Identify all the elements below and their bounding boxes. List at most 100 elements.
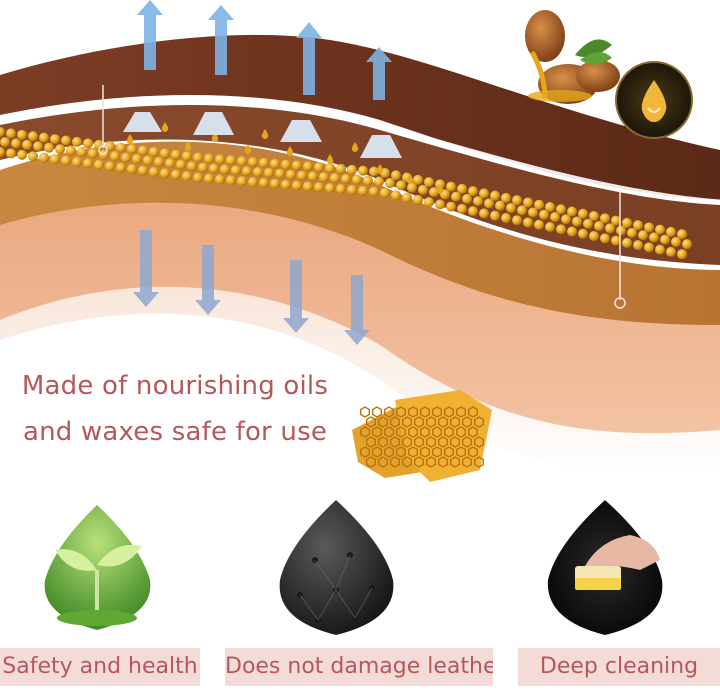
honeycomb-cell bbox=[432, 426, 442, 438]
oil-bead bbox=[495, 200, 505, 211]
honeycomb-cell bbox=[444, 406, 454, 418]
tufted-leather-icon bbox=[279, 500, 394, 635]
oil-bead bbox=[286, 169, 296, 180]
oil-bead bbox=[594, 221, 604, 232]
oil-drop bbox=[286, 146, 294, 156]
honeycomb-cell bbox=[420, 446, 430, 458]
oil-bead bbox=[215, 154, 225, 165]
oil-bead bbox=[534, 199, 544, 210]
honeycomb-cell bbox=[438, 416, 448, 428]
oil-bead bbox=[490, 190, 500, 201]
oil-bead bbox=[589, 231, 599, 242]
oil-bead bbox=[72, 156, 82, 167]
oil-bead bbox=[17, 149, 27, 160]
honeycomb-cell bbox=[390, 416, 400, 428]
oil-drop bbox=[326, 154, 334, 164]
cleaning-sponge-icon bbox=[547, 500, 663, 635]
oil-bead bbox=[446, 201, 456, 212]
oil-bead bbox=[226, 175, 236, 186]
up-arrows bbox=[137, 0, 392, 100]
oil-bead bbox=[677, 229, 687, 240]
honeycomb-cell bbox=[408, 446, 418, 458]
oil-bead bbox=[391, 170, 401, 181]
oil-bead bbox=[0, 147, 5, 157]
oil-bead bbox=[457, 203, 467, 214]
oil-drop-icon bbox=[615, 61, 693, 139]
oil-bead bbox=[248, 176, 258, 187]
honeycomb-cell bbox=[408, 426, 418, 438]
honeycomb-cell bbox=[438, 456, 448, 468]
oil-bead bbox=[556, 224, 566, 235]
oil-drop bbox=[161, 122, 169, 132]
oil-bead bbox=[55, 144, 65, 155]
oil-bead bbox=[182, 151, 192, 162]
oil-drop bbox=[211, 132, 219, 142]
oil-bead bbox=[176, 159, 186, 170]
oil-bead bbox=[633, 220, 643, 231]
oil-bead bbox=[94, 139, 104, 150]
honeycomb-cell bbox=[456, 406, 466, 418]
honeycomb-cell bbox=[396, 446, 406, 458]
oil-bead bbox=[231, 165, 241, 176]
oil-bead bbox=[611, 215, 621, 226]
honeycomb-cell bbox=[360, 446, 370, 458]
oil-bead bbox=[187, 161, 197, 172]
oil-bead bbox=[28, 151, 38, 162]
oil-bead bbox=[611, 235, 621, 246]
oil-bead bbox=[72, 136, 82, 147]
oil-bead bbox=[215, 174, 225, 185]
oil-bead bbox=[627, 227, 637, 238]
oil-bead bbox=[193, 172, 203, 183]
honeycomb-cell bbox=[456, 426, 466, 438]
honeycomb-cell bbox=[384, 446, 394, 458]
oil-bead bbox=[66, 145, 76, 156]
oil-bead bbox=[550, 212, 560, 222]
oil-bead bbox=[303, 161, 313, 172]
honeycomb-cell bbox=[450, 456, 460, 468]
oil-bead bbox=[160, 168, 170, 179]
oil-bead bbox=[396, 180, 406, 191]
oil-bead bbox=[270, 178, 280, 189]
honeycomb-cell bbox=[438, 436, 448, 448]
honeycomb-cell bbox=[396, 406, 406, 418]
honeycomb-cell bbox=[426, 436, 436, 448]
oil-bead bbox=[165, 158, 175, 169]
honeycomb-cell bbox=[444, 446, 454, 458]
oil-bead bbox=[479, 208, 489, 219]
oil-bead bbox=[666, 246, 676, 257]
honeycomb-cell bbox=[414, 416, 424, 428]
oil-bead bbox=[677, 249, 687, 260]
oil-bead bbox=[385, 178, 395, 189]
honeycomb-cell bbox=[408, 406, 418, 418]
oil-bead bbox=[589, 211, 599, 222]
oil-bead bbox=[622, 237, 632, 248]
oil-bead bbox=[198, 162, 208, 173]
oil-bead-row bbox=[0, 127, 692, 260]
honeycomb-cell bbox=[468, 406, 478, 418]
golden-layer bbox=[0, 141, 720, 325]
oil-bead bbox=[0, 137, 10, 147]
oil-bead bbox=[94, 159, 104, 170]
oil-bead bbox=[50, 134, 60, 145]
honeycomb-cell bbox=[378, 456, 388, 468]
oil-bead bbox=[193, 152, 203, 163]
oil-bead bbox=[39, 152, 49, 163]
honeycomb-cell bbox=[462, 416, 472, 428]
honeycomb-cell bbox=[432, 406, 442, 418]
oil-bead bbox=[138, 145, 148, 156]
oil-bead bbox=[512, 215, 522, 226]
honeycomb-cell bbox=[474, 456, 484, 468]
oil-bead bbox=[297, 170, 307, 181]
oil-bead bbox=[39, 132, 49, 143]
oil-bead bbox=[314, 182, 324, 193]
honeycomb-cell bbox=[402, 416, 412, 428]
oil-bead bbox=[484, 198, 494, 209]
oil-bead bbox=[671, 236, 681, 247]
oil-bead bbox=[374, 176, 384, 187]
honeycomb-cell bbox=[372, 446, 382, 458]
oil-bead bbox=[220, 164, 230, 175]
hair-strands bbox=[98, 85, 626, 309]
oil-bead bbox=[457, 183, 467, 194]
oil-drop bbox=[351, 142, 359, 152]
